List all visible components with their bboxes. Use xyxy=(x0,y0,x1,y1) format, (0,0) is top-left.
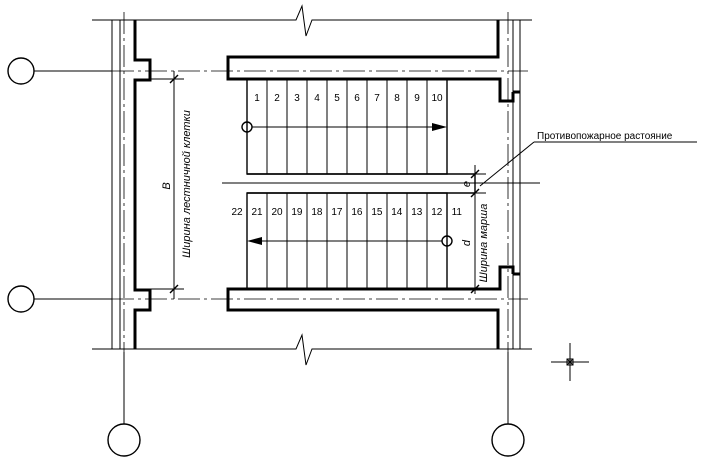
step-number: 9 xyxy=(414,93,420,104)
axis-bubble-bottom-left xyxy=(107,423,141,457)
axis-bubble-bottom-right xyxy=(491,423,525,457)
step-number: 12 xyxy=(431,207,443,218)
step-number: 2 xyxy=(274,93,280,104)
dim-b-tick-top xyxy=(169,74,179,84)
dim-d-caption: Ширина марша xyxy=(478,204,490,283)
dim-d-tick-top xyxy=(470,169,480,179)
step-number: 15 xyxy=(371,207,383,218)
step-number: 6 xyxy=(354,93,360,104)
dim-d-tick-bottom xyxy=(470,284,480,294)
right-wall-contour-lower xyxy=(226,265,515,349)
fire-distance-leader xyxy=(479,141,535,187)
walkline-2-arrow xyxy=(247,237,262,245)
step-number: 5 xyxy=(334,93,340,104)
walkline-1-arrow xyxy=(432,123,447,131)
dim-b-caption: Ширина лестничной клетки xyxy=(181,110,193,258)
step-number: 4 xyxy=(314,93,320,104)
right-wall-contour xyxy=(226,20,515,103)
step-number: 19 xyxy=(291,207,303,218)
flight-1-step-numbers: 1 2 3 4 5 6 7 8 9 10 xyxy=(254,93,443,104)
step-number: 14 xyxy=(391,207,403,218)
axis-bubble-left-top xyxy=(7,57,35,85)
break-line-top xyxy=(92,4,532,37)
dim-e-symbol: e xyxy=(461,181,473,187)
step-number: 18 xyxy=(311,207,323,218)
step-number: 11 xyxy=(452,207,463,218)
dim-d-symbol: d xyxy=(461,239,473,246)
step-number: 22 xyxy=(231,207,243,218)
flight-2-step-numbers: 22 21 20 19 18 17 16 15 14 13 12 11 xyxy=(231,207,462,218)
dim-b-tick-bottom xyxy=(169,284,179,294)
step-number: 17 xyxy=(331,207,343,218)
crosshair-x2 xyxy=(566,358,574,366)
step-number: 20 xyxy=(271,207,283,218)
left-wall-contour xyxy=(133,20,152,349)
dim-b-symbol: B xyxy=(161,182,173,189)
break-line-bottom xyxy=(92,333,532,366)
crosshair-box xyxy=(566,358,574,366)
step-number: 7 xyxy=(374,93,380,104)
dim-d-tick-mid xyxy=(470,188,480,198)
step-number: 10 xyxy=(431,93,443,104)
step-number: 16 xyxy=(351,207,363,218)
step-number: 3 xyxy=(294,93,300,104)
step-number: 13 xyxy=(411,207,423,218)
fire-distance-label: Противопожарное растояние xyxy=(537,131,673,142)
step-number: 8 xyxy=(394,93,400,104)
step-number: 21 xyxy=(251,207,263,218)
step-number: 1 xyxy=(254,93,260,104)
axis-bubble-left-bottom xyxy=(7,285,35,313)
